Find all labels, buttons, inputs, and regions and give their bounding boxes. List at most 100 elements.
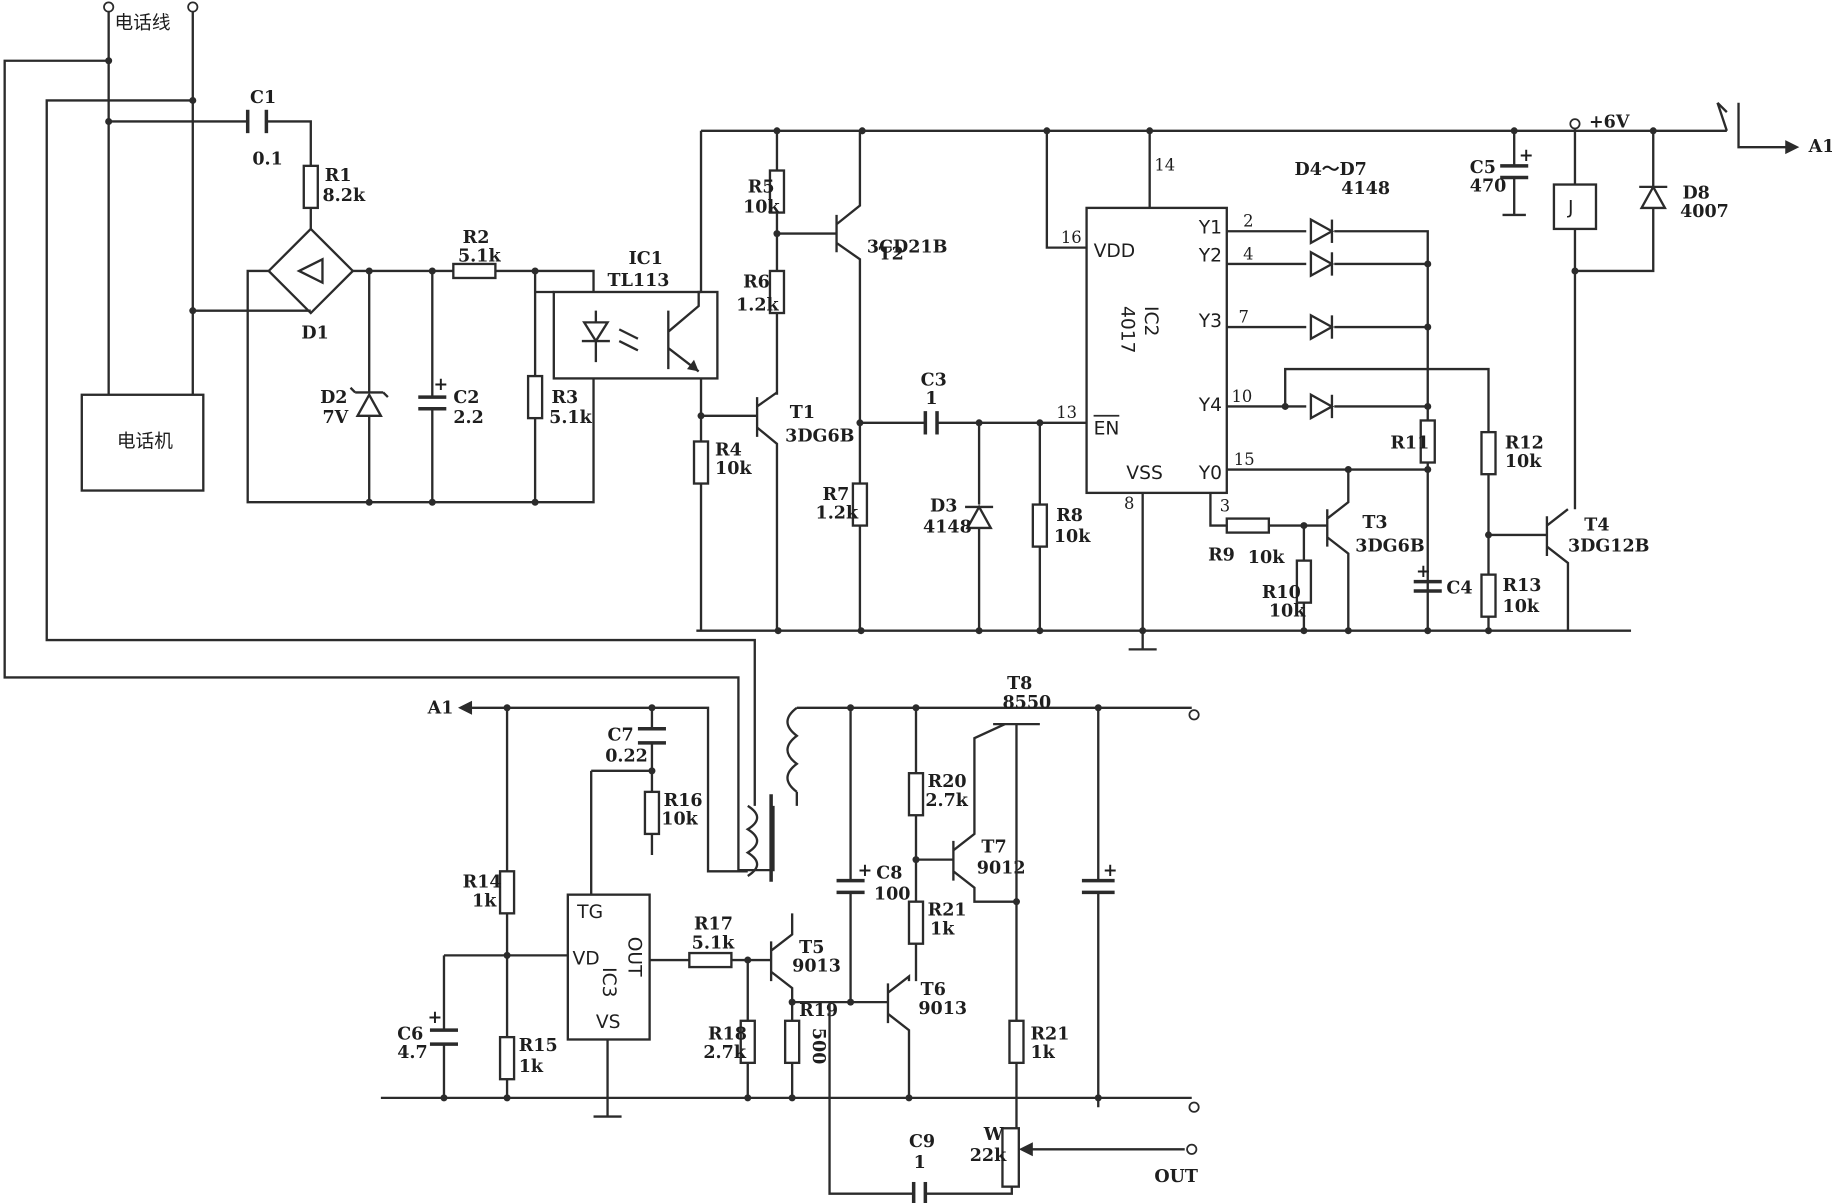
r17-resistor [688,951,733,969]
ic2-en: EN [1094,418,1120,439]
c5-label: C5 [1470,158,1496,178]
r18-resistor [739,1019,756,1065]
d8-label: D8 [1682,184,1709,204]
r15-resistor [498,1035,516,1081]
d3-value: 4148 [923,518,972,538]
r18-value: 2.7k [703,1043,746,1063]
c5-value: 470 [1470,177,1507,197]
t2-value: 3CD21B [867,237,948,257]
telephone-box [80,393,205,492]
r13-resistor [1480,573,1497,618]
t4-label: T4 [1584,515,1609,535]
t5-label: T5 [799,938,824,958]
c9-value: 1 [914,1153,926,1173]
vcc-terminal [1188,709,1200,721]
plus6v-label: +6V [1589,112,1630,132]
ic2-pin2: 2 [1243,212,1253,231]
r11-resistor [1419,419,1436,464]
c2-label: C2 [453,388,479,408]
r7-value: 1.2k [816,504,859,524]
r16-value: 10k [661,810,698,830]
c2-plus: + [433,375,448,395]
r10-value: 10k [1269,602,1306,622]
t6-value: 9013 [918,999,967,1019]
r19-label: R19 [799,1001,838,1021]
c7-label: C7 [608,725,634,745]
ic2-pin16: 16 [1061,228,1082,247]
r9-value: 10k [1248,548,1285,568]
c8-value: 100 [874,884,911,904]
c7-value: 0.22 [605,747,648,767]
r8-value: 10k [1054,527,1091,547]
ic2-pin13: 13 [1056,403,1077,422]
r2-label: R2 [463,228,490,248]
ic2-y3: Y3 [1198,311,1222,332]
r21-lower-value: 1k [1031,1043,1056,1063]
c1-value: 0.1 [252,150,282,170]
t5-value: 9013 [792,957,841,977]
r16-resistor [643,790,661,836]
c8-label: C8 [876,863,902,883]
d8-diode [1639,184,1667,210]
out-terminal [1186,1143,1198,1155]
ic2-label: IC2 [1140,306,1161,336]
r4-label: R4 [715,441,742,461]
r6-value: 1.2k [736,296,779,316]
relay-label: J [1567,198,1574,219]
t6-label: T6 [921,980,946,1000]
ic3-chip [566,893,651,1041]
d8-value: 4007 [1680,202,1729,222]
c2-value: 2.2 [453,408,483,428]
r21-lower-label: R21 [1031,1024,1070,1044]
r14-label: R14 [463,873,502,893]
r2-resistor [452,262,497,280]
t8-label: T8 [1007,674,1032,694]
d1-label: D1 [301,324,328,344]
ic2-pin10: 10 [1231,387,1252,406]
out-label: OUT [1154,1167,1198,1187]
r10-label: R10 [1262,583,1301,603]
d3-label: D3 [930,497,957,517]
r16-label: R16 [664,791,703,811]
c6-plus: + [428,1008,443,1028]
r21-lower-resistor [1008,1019,1025,1065]
r5-label: R5 [748,178,775,198]
c8-plus: + [858,861,873,881]
ic2-y4: Y4 [1198,395,1222,416]
r9-resistor [1225,517,1271,534]
r3-label: R3 [551,388,578,408]
ic2-vss: VSS [1126,463,1163,484]
relay-driver: + C5 470 J D8 4007 A1 R12 10k R13 10k T4… [1470,101,1832,631]
c3-label: C3 [921,370,947,390]
c9-label: C9 [909,1132,935,1152]
r13-label: R13 [1503,576,1542,596]
plus6v-terminal [1569,118,1581,130]
telephone-label: 电话机 [117,431,173,452]
ic2-pin14: 14 [1154,156,1175,175]
filter-cap-plus: + [1103,861,1118,881]
c3-value: 1 [925,389,937,409]
r12-value: 10k [1505,452,1542,472]
c6-value: 4.7 [397,1043,427,1063]
r5-resistor [768,169,786,214]
d2-value: 7V [322,408,348,428]
r14-value: 1k [472,891,497,911]
ic2-pin4: 4 [1243,244,1253,263]
audio-section: A1 C7 0.22 R16 10k R14 1k R15 1k TG VD V… [380,674,1200,1203]
ic2-value: 4017 [1117,306,1138,354]
r9-label: R9 [1208,546,1235,566]
c4-plus: + [1416,562,1431,582]
phone-line-section: 电话线 电话机 [3,1,775,872]
r4-resistor [692,440,710,485]
r11-label: R11 [1390,433,1429,453]
r1-label: R1 [325,166,352,186]
r21-upper-value: 1k [930,919,955,939]
r2-value: 5.1k [458,247,501,267]
r5-value: 10k [743,198,780,218]
r10-resistor [1295,559,1313,604]
c5-plus: + [1519,146,1534,166]
ic2-pin8: 8 [1124,494,1134,513]
r15-label: R15 [519,1036,558,1056]
ic1-label: IC1 [629,249,663,269]
ic3-label: IC3 [598,967,619,997]
